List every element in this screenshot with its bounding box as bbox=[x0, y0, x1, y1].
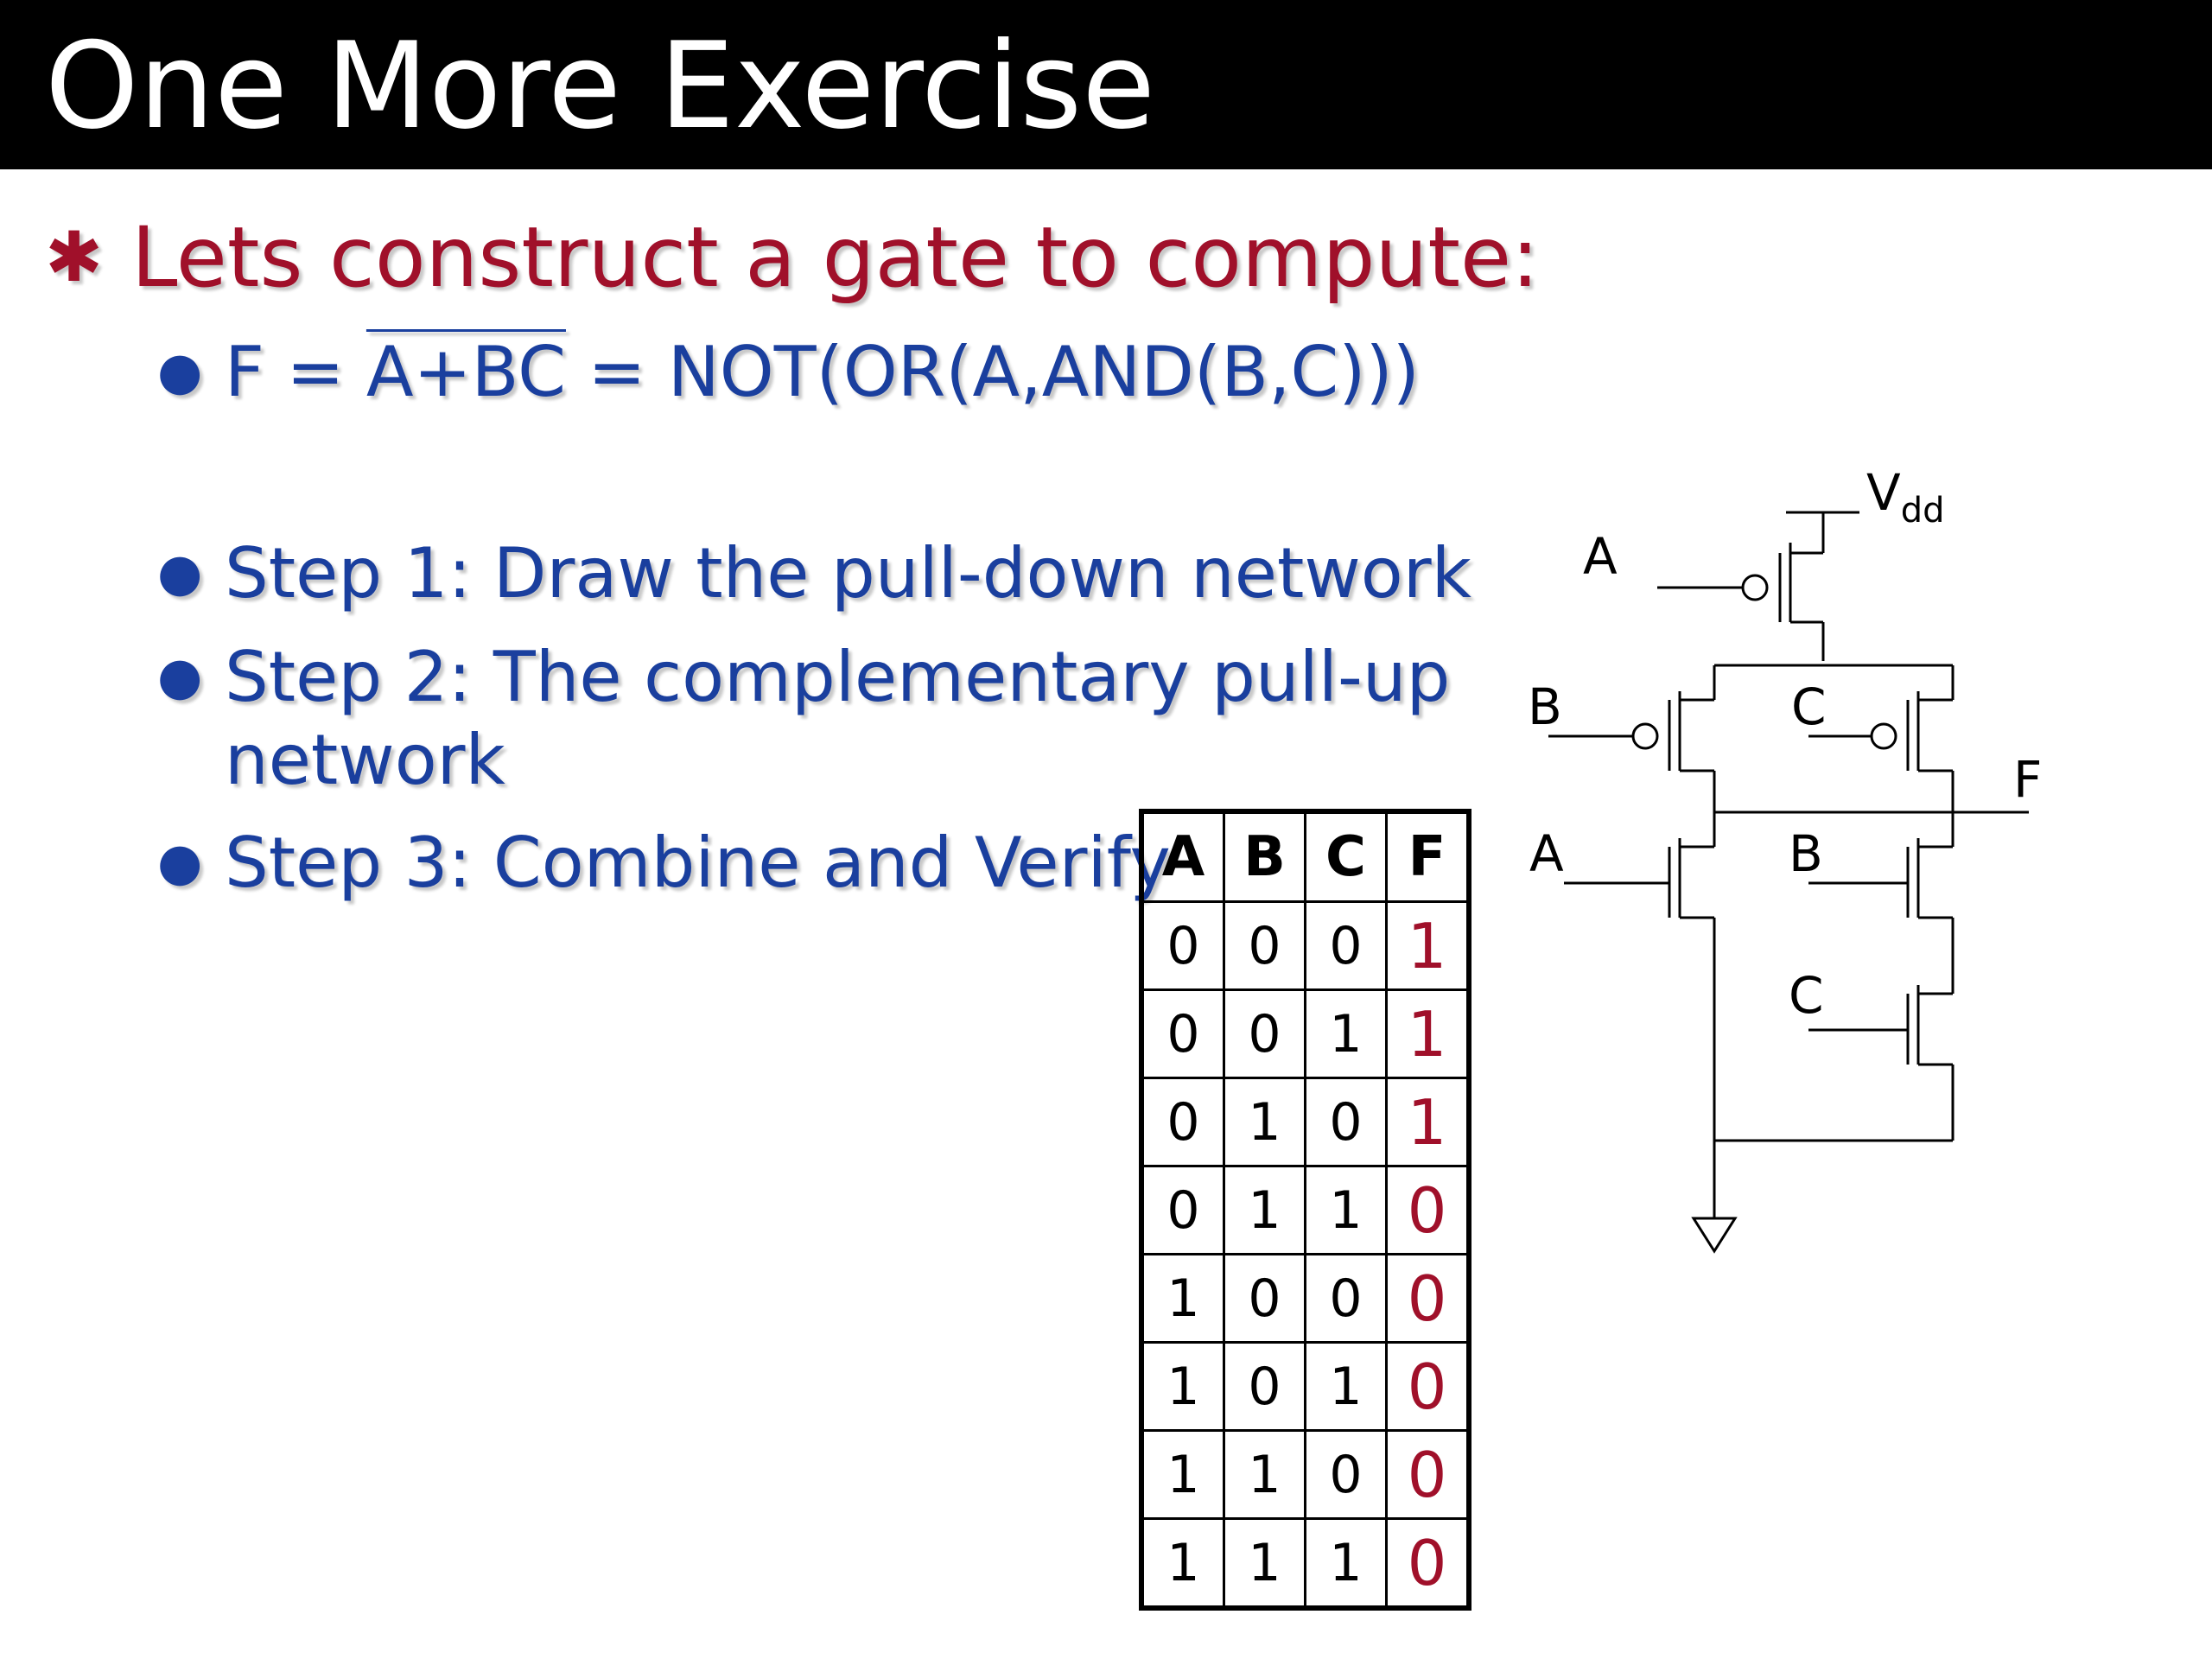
header-f: F bbox=[1385, 810, 1471, 903]
nmos-c-label: C bbox=[1789, 966, 1824, 1025]
cell-c: 1 bbox=[1304, 1165, 1388, 1255]
table-row: 0 1 1 0 bbox=[1140, 1165, 1471, 1255]
asterisk-bullet-icon: ✱ bbox=[45, 217, 104, 297]
step-3-bullet: ● Step 3: Combine and Verify bbox=[157, 819, 1171, 906]
cell-b: 1 bbox=[1223, 1429, 1306, 1520]
main-bullet: ✱ Lets construct a gate to compute: bbox=[45, 206, 1539, 309]
cell-a: 0 bbox=[1140, 988, 1225, 1079]
cell-f: 1 bbox=[1385, 1077, 1471, 1167]
formula-bullet: ● F = A+BC = NOT(OR(A,AND(B,C))) bbox=[157, 328, 1420, 416]
step-2-bullet: ● Step 2: The complementary pull-up bbox=[157, 633, 1450, 721]
cell-a: 1 bbox=[1140, 1517, 1225, 1610]
bullet-dot-icon: ● bbox=[157, 341, 203, 402]
cell-c: 0 bbox=[1304, 1429, 1388, 1520]
cell-a: 1 bbox=[1140, 1253, 1225, 1344]
cell-f: 0 bbox=[1385, 1429, 1471, 1520]
table-row: 1 1 1 0 bbox=[1140, 1517, 1471, 1610]
formula-suffix: = NOT(OR(A,AND(B,C))) bbox=[566, 332, 1420, 412]
cell-f: 1 bbox=[1385, 900, 1471, 991]
cell-c: 0 bbox=[1304, 1253, 1388, 1344]
table-row: 0 0 0 1 bbox=[1140, 900, 1471, 991]
nmos-b-label: B bbox=[1789, 824, 1823, 883]
cell-a: 1 bbox=[1140, 1341, 1225, 1432]
main-bullet-text: Lets construct a gate to compute: bbox=[131, 209, 1540, 306]
step-1-bullet: ● Step 1: Draw the pull-down network bbox=[157, 530, 1471, 617]
pmos-a-label: A bbox=[1583, 527, 1618, 586]
cell-f: 1 bbox=[1385, 988, 1471, 1079]
cell-a: 0 bbox=[1140, 1165, 1225, 1255]
cell-b: 1 bbox=[1223, 1077, 1306, 1167]
cell-b: 0 bbox=[1223, 1253, 1306, 1344]
table-row: 0 1 0 1 bbox=[1140, 1077, 1471, 1167]
cell-a: 1 bbox=[1140, 1429, 1225, 1520]
header-b: B bbox=[1223, 810, 1306, 903]
cell-f: 0 bbox=[1385, 1517, 1471, 1610]
slide-title: One More Exercise bbox=[45, 16, 1156, 156]
table-row: 1 0 0 0 bbox=[1140, 1253, 1471, 1344]
header-a: A bbox=[1140, 810, 1225, 903]
step-1-text: Step 1: Draw the pull-down network bbox=[225, 533, 1471, 613]
title-bar: One More Exercise bbox=[0, 0, 2212, 169]
pmos-a-bubble bbox=[1741, 574, 1769, 601]
bullet-dot-icon: ● bbox=[157, 646, 203, 707]
ground-icon bbox=[1691, 1217, 1738, 1254]
cell-c: 1 bbox=[1304, 988, 1388, 1079]
step-2-continuation: network bbox=[225, 720, 505, 800]
cell-c: 0 bbox=[1304, 1077, 1388, 1167]
formula-prefix: F = bbox=[225, 332, 366, 412]
cell-f: 0 bbox=[1385, 1253, 1471, 1344]
step-2-text: Step 2: The complementary pull-up bbox=[225, 637, 1451, 717]
cell-f: 0 bbox=[1385, 1341, 1471, 1432]
cell-c: 1 bbox=[1304, 1517, 1388, 1610]
pmos-b-label: B bbox=[1528, 677, 1562, 736]
step-3-text: Step 3: Combine and Verify bbox=[225, 823, 1171, 903]
bullet-dot-icon: ● bbox=[157, 543, 203, 603]
cell-b: 0 bbox=[1223, 1341, 1306, 1432]
cell-c: 1 bbox=[1304, 1341, 1388, 1432]
table-row: 1 1 0 0 bbox=[1140, 1429, 1471, 1520]
pmos-b-bubble bbox=[1631, 722, 1659, 750]
cell-a: 0 bbox=[1140, 1077, 1225, 1167]
header-c: C bbox=[1304, 810, 1388, 903]
pmos-c-label: C bbox=[1791, 677, 1827, 736]
cell-b: 1 bbox=[1223, 1517, 1306, 1610]
cmos-circuit-diagram: Vdd F A B C A B C bbox=[1528, 463, 2042, 1254]
truth-table-header-row: A B C F bbox=[1140, 810, 1471, 903]
truth-table: A B C F 0 0 0 1 0 0 1 1 0 1 0 bbox=[1139, 809, 1471, 1611]
table-row: 0 0 1 1 bbox=[1140, 988, 1471, 1079]
nmos-a-label: A bbox=[1529, 824, 1564, 883]
bullet-dot-icon: ● bbox=[157, 832, 203, 893]
cell-f: 0 bbox=[1385, 1165, 1471, 1255]
cell-c: 0 bbox=[1304, 900, 1388, 991]
cell-a: 0 bbox=[1140, 900, 1225, 991]
table-row: 1 0 1 0 bbox=[1140, 1341, 1471, 1432]
output-f-label: F bbox=[2013, 750, 2042, 809]
vdd-label: Vdd bbox=[1866, 463, 1944, 531]
cell-b: 1 bbox=[1223, 1165, 1306, 1255]
cell-b: 0 bbox=[1223, 900, 1306, 991]
pmos-c-bubble bbox=[1870, 722, 1897, 750]
formula-overlined: A+BC bbox=[365, 332, 566, 412]
cell-b: 0 bbox=[1223, 988, 1306, 1079]
